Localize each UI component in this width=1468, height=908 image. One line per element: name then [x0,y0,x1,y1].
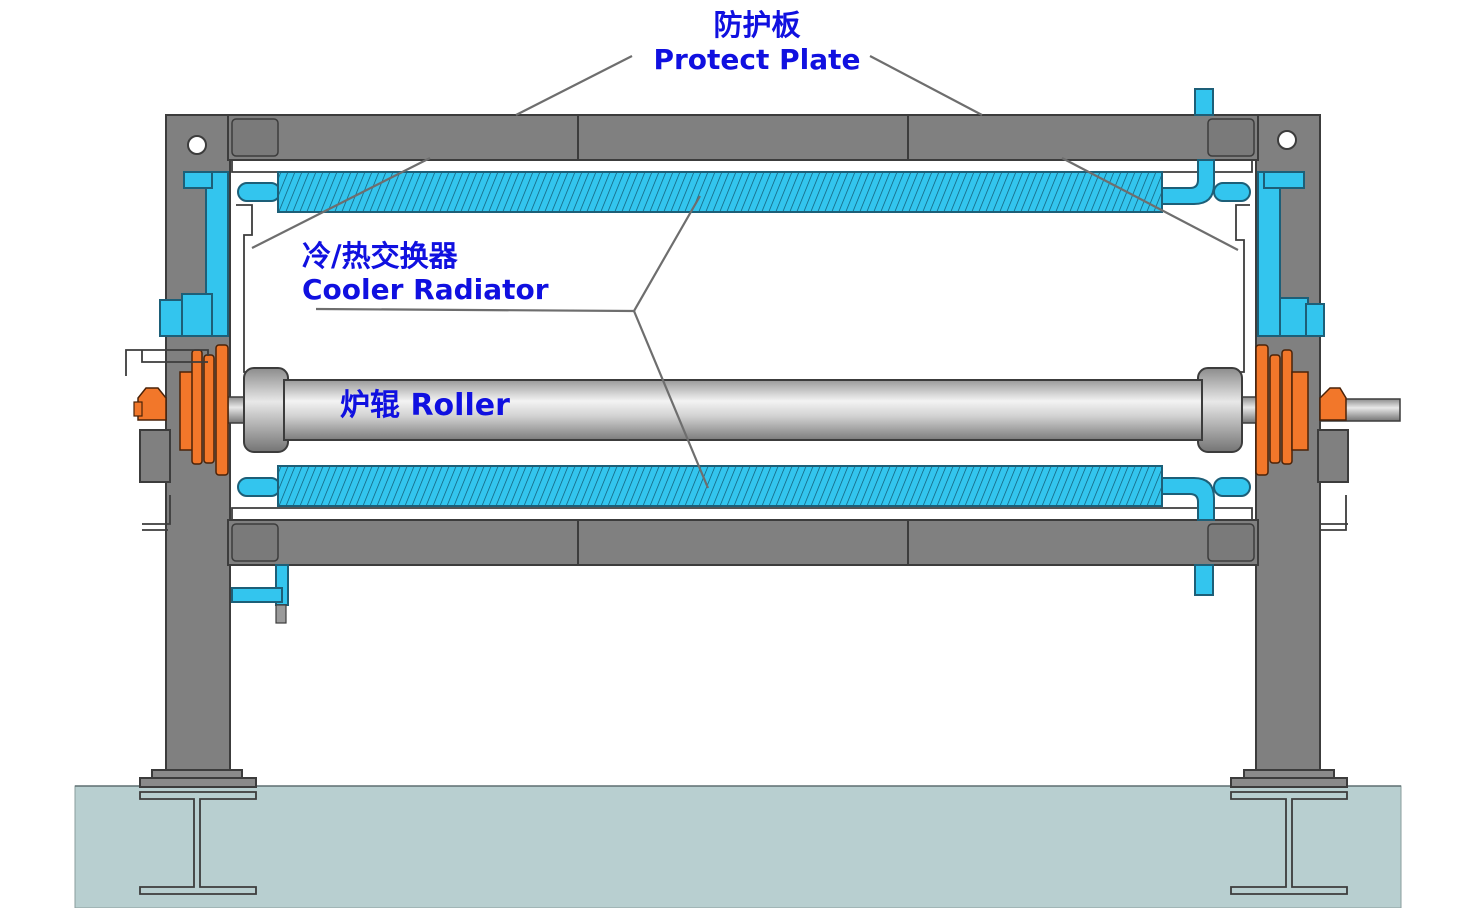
label-protect-plate-en: Protect Plate [653,43,860,76]
left-coolant-pipe [159,171,289,624]
top-protect-plate [227,114,1259,173]
leader-lines [251,55,1239,489]
furnace-roller [227,367,1401,453]
bottom-protect-plate [227,507,1259,566]
label-protect-plate: 防护板 Protect Plate [653,8,860,76]
label-cooler-radiator: 冷/热交换器 Cooler Radiator [302,239,549,306]
left-bearing-housing [125,344,229,531]
leader-protect-plate-inner-left [251,157,431,249]
i-beam-right [1230,791,1348,895]
cooler-radiator-lower [277,465,1163,507]
label-roller-text: 炉辊 Roller [340,388,510,423]
cooler-radiator-upper [277,171,1163,213]
floor-foundation [74,785,1402,908]
leader-cooler-radiator-lower [632,310,710,489]
leader-protect-plate-left [515,55,633,116]
leader-protect-plate-right [869,55,983,116]
right-coolant-pipe [1159,88,1325,596]
label-cooler-radiator-en: Cooler Radiator [302,273,549,306]
label-protect-plate-cn: 防护板 [713,8,801,42]
leader-protect-plate-inner-right [1061,157,1239,251]
label-roller: 炉辊 Roller [340,388,510,423]
label-cooler-radiator-cn: 冷/热交换器 [302,239,459,273]
right-bearing-housing [1255,344,1349,531]
i-beam-left [139,791,257,895]
